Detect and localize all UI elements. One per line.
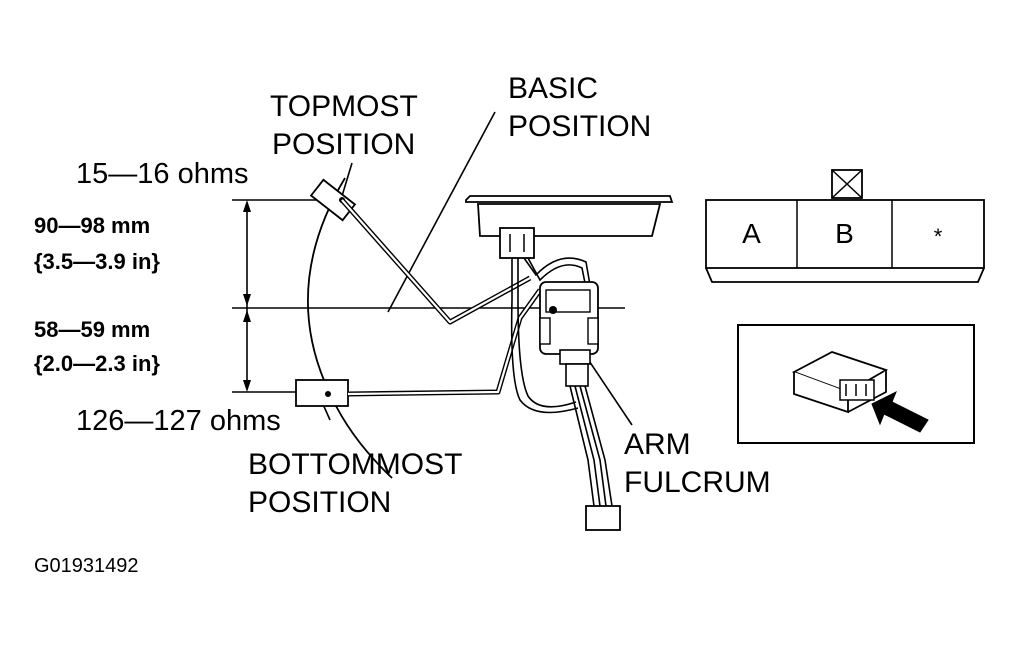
arm-fulcrum-label-line2: FULCRUM	[624, 466, 771, 499]
ohms-top-label: 15—16 ohms	[76, 158, 249, 190]
sender-flange	[465, 195, 674, 237]
terminal-star: *	[933, 224, 943, 249]
view-direction-arrow-icon	[871, 390, 929, 433]
float-swing-arc	[307, 177, 393, 479]
harness	[569, 385, 613, 507]
connector-harness-view-icon	[791, 351, 889, 414]
bottommost-position-label-line2: POSITION	[248, 486, 392, 519]
topmost-position-label-line2: POSITION	[272, 128, 416, 161]
terminal-a: A	[742, 218, 761, 249]
harness-end-connector	[585, 505, 621, 531]
upper-range-in-label: {3.5—3.9 in}	[34, 249, 160, 274]
topmost-position-label-line1: TOPMOST	[270, 90, 418, 123]
bottommost-position-label-line1: BOTTOMMOST	[248, 448, 463, 481]
basic-position-label-line1: BASIC	[508, 72, 599, 105]
ohms-bottom-label: 126—127 ohms	[76, 405, 281, 437]
flange-connector	[499, 227, 535, 259]
dimension-arrowheads	[243, 200, 251, 392]
float-bottommost	[295, 379, 349, 407]
arm-fulcrum-label-line1: ARM	[624, 428, 691, 461]
internal-wires	[510, 257, 591, 414]
connector-face	[705, 169, 985, 283]
lower-range-mm-label: 58—59 mm	[34, 317, 151, 342]
sender-body	[539, 281, 599, 387]
terminal-b: B	[835, 218, 854, 249]
basic-position-label-line2: POSITION	[508, 110, 652, 143]
lower-range-in-label: {2.0—2.3 in}	[34, 351, 160, 376]
figure-code: G01931492	[34, 555, 139, 577]
upper-range-mm-label: 90—98 mm	[34, 213, 151, 238]
float-topmost	[309, 178, 357, 222]
